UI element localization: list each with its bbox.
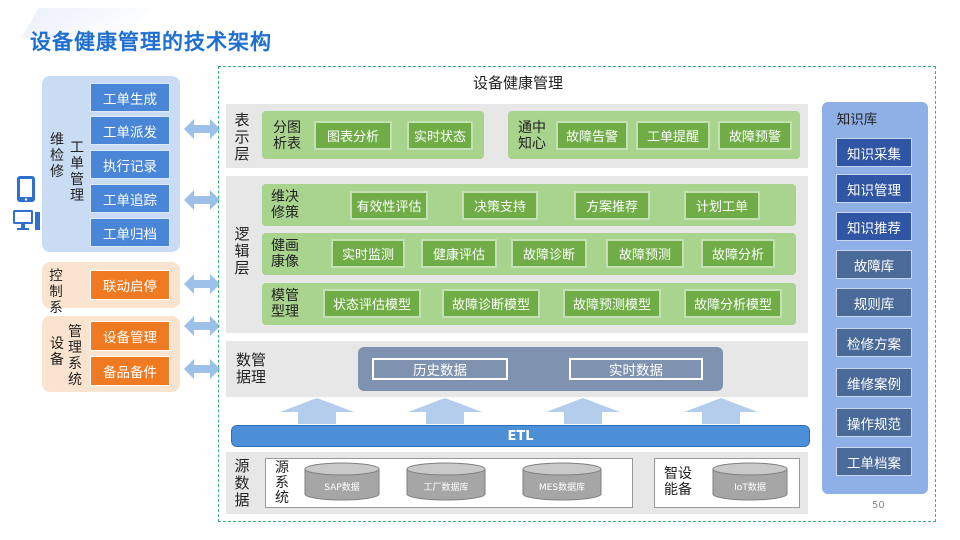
smart-device-label: 智设能备 xyxy=(664,466,692,498)
work-order-mgmt-label: 工单管理 xyxy=(70,140,84,204)
fault-prediction-button[interactable]: 故障预测 xyxy=(606,239,684,268)
double-arrow-icon xyxy=(184,190,220,210)
health-profile-row-label: 健画康像 xyxy=(271,238,299,270)
maintenance-label: 维检修 xyxy=(50,132,64,180)
kb-collect-button[interactable]: 知识采集 xyxy=(836,138,912,167)
spare-parts-button[interactable]: 备品备件 xyxy=(90,356,170,386)
history-data-box[interactable]: 历史数据 xyxy=(372,358,508,380)
presentation-layer-label: 表示层 xyxy=(234,111,250,163)
equipment-label: 设备 xyxy=(50,336,64,368)
up-arrow-icon xyxy=(280,398,354,424)
fault-prediction-model-button[interactable]: 故障预测模型 xyxy=(563,289,661,318)
plan-recommend-button[interactable]: 方案推荐 xyxy=(574,191,650,220)
work-order-archive-button[interactable]: 工单归档 xyxy=(90,218,170,247)
source-data-label: 源数据 xyxy=(234,457,250,509)
model-mgmt-row-label: 模管型理 xyxy=(271,288,299,320)
iot-database-label: IoT数据 xyxy=(734,482,766,493)
double-arrow-icon xyxy=(184,119,220,139)
database-icon xyxy=(522,462,602,501)
execution-record-button[interactable]: 执行记录 xyxy=(90,150,170,179)
etl-bar: ETL xyxy=(231,425,810,447)
linkage-start-stop-button[interactable]: 联动启停 xyxy=(90,270,170,300)
repair-plan-button[interactable]: 检修方案 xyxy=(836,328,912,357)
factory-database[interactable]: 工厂数据库 xyxy=(406,462,486,502)
up-arrow-icon xyxy=(546,398,620,424)
chart-analysis-button[interactable]: 图表分析 xyxy=(314,121,392,150)
decision-support-button[interactable]: 决策支持 xyxy=(462,191,538,220)
effectiveness-eval-button[interactable]: 有效性评估 xyxy=(350,191,428,220)
state-eval-model-button[interactable]: 状态评估模型 xyxy=(323,289,421,318)
mes-database-label: MES数据库 xyxy=(538,482,586,493)
data-mgmt-label: 数管据理 xyxy=(235,351,266,386)
database-icon xyxy=(406,462,486,501)
upward-arrows xyxy=(280,398,758,424)
planned-work-order-button[interactable]: 计划工单 xyxy=(684,191,760,220)
fault-library-button[interactable]: 故障库 xyxy=(836,250,912,279)
double-arrow-icon xyxy=(184,316,220,336)
rule-library-button[interactable]: 规则库 xyxy=(836,288,912,317)
sap-database[interactable]: SAP数据 xyxy=(304,462,380,502)
fault-diagnosis-model-button[interactable]: 故障诊断模型 xyxy=(442,289,540,318)
work-order-file-button[interactable]: 工单档案 xyxy=(836,447,912,476)
double-arrow-icon xyxy=(184,274,220,294)
data-store-panel xyxy=(358,347,723,391)
work-order-create-button[interactable]: 工单生成 xyxy=(90,83,170,112)
page-number: 50 xyxy=(872,500,885,511)
fault-warning-button[interactable]: 故障预警 xyxy=(718,121,792,150)
sap-database-label: SAP数据 xyxy=(324,482,360,493)
work-order-reminder-button[interactable]: 工单提醒 xyxy=(636,121,710,150)
chart-analysis-group-label: 分图析表 xyxy=(273,120,301,152)
fault-alarm-button[interactable]: 故障告警 xyxy=(556,121,628,150)
main-frame xyxy=(218,66,936,522)
fault-analysis-model-button[interactable]: 故障分析模型 xyxy=(684,289,782,318)
kb-manage-button[interactable]: 知识管理 xyxy=(836,174,912,203)
database-icon xyxy=(712,462,788,501)
notification-center-label: 通中知心 xyxy=(518,120,546,152)
operation-spec-button[interactable]: 操作规范 xyxy=(836,408,912,437)
factory-database-label: 工厂数据库 xyxy=(423,482,469,493)
repair-case-button[interactable]: 维修案例 xyxy=(836,368,912,397)
health-eval-button[interactable]: 健康评估 xyxy=(421,239,497,268)
mes-database[interactable]: MES数据库 xyxy=(522,462,602,502)
equipment-mgmt-button[interactable]: 设备管理 xyxy=(90,321,170,351)
desktop-icon xyxy=(13,210,40,230)
database-icon xyxy=(304,462,380,501)
double-arrow-icon xyxy=(184,359,220,379)
work-order-track-button[interactable]: 工单追踪 xyxy=(90,184,170,213)
decision-row-label: 维决修策 xyxy=(271,189,299,221)
connector-arrows xyxy=(184,119,220,379)
realtime-monitor-button[interactable]: 实时监测 xyxy=(331,239,405,268)
logic-layer-label: 逻辑层 xyxy=(234,225,250,277)
up-arrow-icon xyxy=(408,398,482,424)
fault-analysis-button[interactable]: 故障分析 xyxy=(701,239,775,268)
source-system-label: 源系统 xyxy=(275,460,289,506)
management-system-label: 管理系统 xyxy=(68,324,82,388)
up-arrow-icon xyxy=(684,398,758,424)
tablet-icon xyxy=(17,176,35,202)
main-title: 设备健康管理 xyxy=(472,74,563,92)
kb-recommend-button[interactable]: 知识推荐 xyxy=(836,212,912,241)
work-order-dispatch-button[interactable]: 工单派发 xyxy=(90,116,170,145)
page-title: 设备健康管理的技术架构 xyxy=(30,30,272,54)
fault-diagnosis-button[interactable]: 故障诊断 xyxy=(511,239,587,268)
device-icons xyxy=(13,176,40,230)
realtime-status-button[interactable]: 实时状态 xyxy=(407,121,473,150)
realtime-data-box[interactable]: 实时数据 xyxy=(569,358,703,380)
iot-database[interactable]: IoT数据 xyxy=(712,462,788,502)
knowledge-base-title: 知识库 xyxy=(836,112,878,128)
